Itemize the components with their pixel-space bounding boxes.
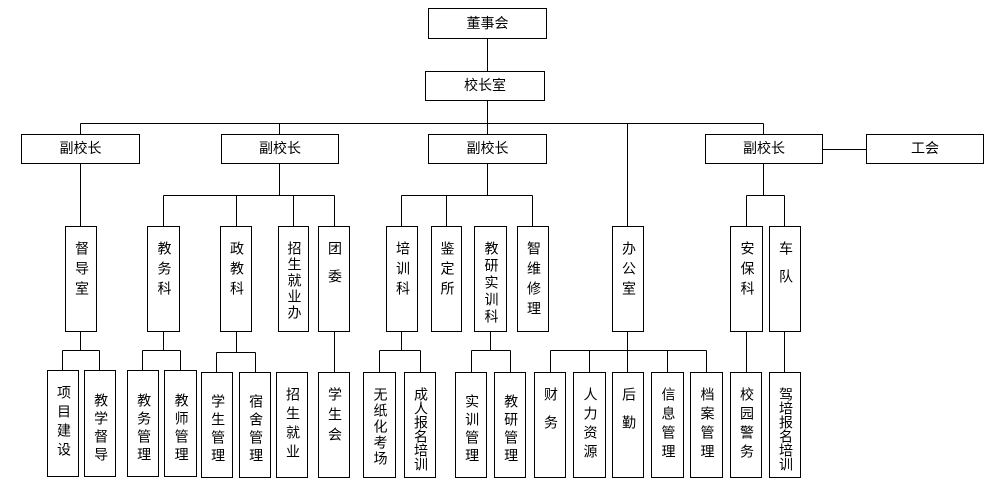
node-general-office-label: 办公室: [620, 241, 636, 301]
node-human-resources-label: 人力资源: [581, 387, 598, 463]
node-youth-league: 团委: [318, 226, 350, 332]
node-board-label: 董事会: [466, 15, 509, 32]
node-youth-league-label: 团委: [326, 241, 342, 297]
node-training-section: 培训科: [386, 226, 418, 332]
node-union-label: 工会: [911, 141, 939, 157]
node-admission-employment-office-label: 招生就业办: [285, 241, 302, 321]
node-driver-training: 驾培报名培训: [769, 372, 801, 478]
node-research-management: 教研管理: [494, 372, 526, 478]
node-archives-management-label: 档案管理: [698, 387, 715, 463]
node-dormitory-management: 宿舍管理: [239, 372, 271, 478]
node-project-building: 项目建设: [47, 370, 79, 477]
node-motor-pool: 车队: [769, 226, 801, 332]
node-vice-principal-3-label: 副校长: [466, 141, 509, 157]
node-campus-police: 校园警务: [730, 372, 762, 478]
node-political-education: 政教科: [220, 226, 252, 332]
node-finance-label: 财务: [542, 387, 558, 443]
node-teaching-supervision-label: 教学督导: [92, 392, 109, 465]
node-student-management-label: 学生管理: [209, 394, 226, 466]
node-student-management: 学生管理: [201, 372, 233, 478]
node-teaching-research-training-label: 教研实训科: [482, 241, 499, 326]
node-training-management: 实训管理: [455, 372, 487, 478]
node-security-section: 安保科: [730, 226, 763, 332]
node-admission-employment-office: 招生就业办: [278, 226, 309, 332]
node-vice-principal-1-label: 副校长: [59, 141, 102, 157]
node-vice-principal-4-label: 副校长: [743, 141, 785, 157]
node-paperless-exam: 无纸化考场: [363, 372, 396, 478]
node-training-section-label: 培训科: [394, 241, 410, 301]
node-political-education-label: 政教科: [228, 241, 244, 301]
node-board: 董事会: [428, 8, 547, 39]
node-academic-affairs: 教务科: [147, 226, 180, 332]
node-project-building-label: 项目建设: [55, 385, 71, 461]
node-student-union-label: 学生会: [326, 387, 342, 447]
node-appraisal-center: 鉴定所: [431, 226, 462, 332]
node-principal-office-label: 校长室: [464, 78, 506, 94]
node-general-office: 办公室: [612, 226, 644, 332]
node-appraisal-center-label: 鉴定所: [438, 241, 455, 301]
node-supervision-office-label: 督导室: [73, 241, 89, 301]
node-vice-principal-2-label: 副校长: [259, 141, 301, 157]
node-vice-principal-2: 副校长: [221, 134, 339, 164]
node-student-union: 学生会: [318, 372, 350, 478]
node-adult-training: 成人报名培训: [404, 372, 436, 478]
node-admission-employment-label: 招生就业: [284, 387, 300, 463]
node-driver-training-label: 驾培报名培训: [777, 387, 793, 471]
node-archives-management: 档案管理: [690, 372, 723, 478]
node-academic-management: 教务管理: [127, 370, 159, 477]
node-principal-office: 校长室: [425, 71, 545, 101]
node-teaching-supervision: 教学督导: [84, 370, 116, 477]
node-human-resources: 人力资源: [573, 372, 606, 478]
node-vice-principal-3: 副校长: [428, 134, 547, 164]
node-academic-management-label: 教务管理: [135, 392, 152, 465]
node-campus-police-label: 校园警务: [738, 387, 754, 463]
node-teacher-management: 教师管理: [164, 370, 197, 477]
node-vice-principal-1: 副校长: [21, 134, 140, 164]
node-academic-affairs-label: 教务科: [155, 241, 172, 301]
node-research-management-label: 教研管理: [502, 394, 519, 466]
node-security-section-label: 安保科: [738, 241, 755, 301]
node-smart-maintenance-label: 智维修理: [525, 241, 541, 321]
node-paperless-exam-label: 无纸化考场: [371, 387, 388, 467]
node-information-management: 信息管理: [651, 372, 684, 478]
node-logistics-label: 后勤: [620, 387, 636, 443]
node-supervision-office: 督导室: [65, 226, 97, 332]
node-smart-maintenance: 智维修理: [517, 226, 549, 332]
node-teaching-research-training: 教研实训科: [474, 226, 507, 332]
node-dormitory-management-label: 宿舍管理: [247, 394, 264, 466]
node-information-management-label: 信息管理: [659, 387, 676, 463]
node-finance: 财务: [534, 372, 566, 478]
node-union: 工会: [866, 134, 984, 164]
node-adult-training-label: 成人报名培训: [412, 387, 428, 471]
node-admission-employment: 招生就业: [276, 372, 308, 478]
node-vice-principal-4: 副校长: [705, 134, 823, 164]
node-teacher-management-label: 教师管理: [172, 392, 189, 465]
node-motor-pool-label: 车队: [777, 241, 793, 297]
node-training-management-label: 实训管理: [463, 394, 480, 466]
node-logistics: 后勤: [612, 372, 644, 478]
